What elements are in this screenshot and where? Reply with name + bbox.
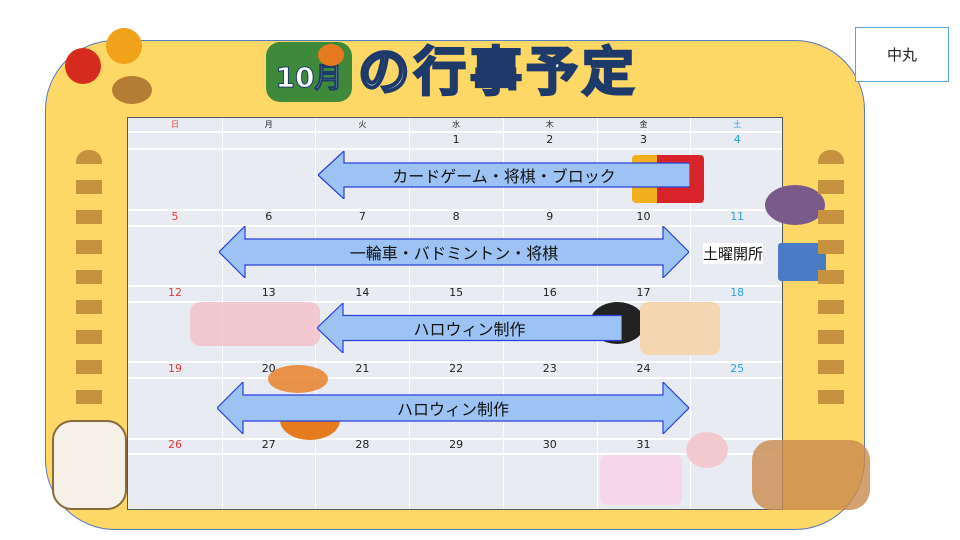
weekday-header: 土 xyxy=(733,120,742,129)
grid-line xyxy=(128,148,782,150)
event-label: 一輪車・バドミントン・将棋 xyxy=(349,244,559,263)
event-label: ハロウィン制作 xyxy=(413,320,526,339)
saturday-note: 土曜開所 xyxy=(703,243,764,264)
date-cell[interactable]: 7 xyxy=(358,210,366,223)
grid-line xyxy=(128,361,782,363)
event-arrow: 一輪車・バドミントン・将棋 xyxy=(219,226,689,278)
weekday-header: 月 xyxy=(264,120,273,129)
date-cell[interactable]: 11 xyxy=(730,210,745,223)
grid-line xyxy=(502,118,504,509)
birthday-cake-icon xyxy=(686,432,728,468)
stamp-box: 中丸 xyxy=(855,27,949,82)
weekday-header: 木 xyxy=(545,120,554,129)
event-arrow: カードゲーム・将棋・ブロック xyxy=(318,151,690,199)
event-arrow: ハロウィン制作 xyxy=(317,303,622,353)
date-cell[interactable]: 8 xyxy=(452,210,460,223)
weekday-header: 水 xyxy=(452,120,461,129)
page-title: の行事予定 xyxy=(357,42,639,105)
date-cell[interactable]: 9 xyxy=(546,210,554,223)
weekday-header: 日 xyxy=(171,120,179,129)
date-cell[interactable]: 5 xyxy=(171,210,179,223)
children-crafting-icon xyxy=(640,302,720,355)
acorns-left-icon xyxy=(76,150,102,420)
grid-line xyxy=(128,131,782,133)
date-cell[interactable]: 16 xyxy=(542,286,557,299)
grid-line xyxy=(128,209,782,211)
date-cell[interactable]: 27 xyxy=(261,438,276,451)
date-cell[interactable]: 4 xyxy=(733,133,741,146)
date-cell[interactable]: 23 xyxy=(542,362,557,375)
forest-animals-icon xyxy=(752,440,870,510)
date-cell[interactable]: 17 xyxy=(636,286,651,299)
date-cell[interactable]: 18 xyxy=(730,286,745,299)
event-label: カードゲーム・将棋・ブロック xyxy=(392,167,616,186)
date-cell[interactable]: 2 xyxy=(546,133,554,146)
cat-on-stump-icon xyxy=(52,420,127,510)
pumpkin-icon xyxy=(318,44,344,66)
date-cell[interactable]: 22 xyxy=(449,362,464,375)
grid-line xyxy=(128,438,782,440)
date-cell[interactable]: 10 xyxy=(636,210,651,223)
date-cell[interactable]: 28 xyxy=(355,438,370,451)
date-cell[interactable]: 19 xyxy=(168,362,182,375)
date-cell[interactable]: 12 xyxy=(168,286,182,299)
date-cell[interactable]: 26 xyxy=(168,438,182,451)
event-label: ハロウィン制作 xyxy=(396,400,509,419)
weekday-header: 火 xyxy=(358,120,367,129)
halloween-bats-icon xyxy=(268,365,328,393)
acorns-right-icon xyxy=(818,150,844,420)
date-cell[interactable]: 21 xyxy=(355,362,370,375)
date-cell[interactable]: 6 xyxy=(265,210,273,223)
date-cell[interactable]: 29 xyxy=(449,438,464,451)
date-cell[interactable]: 3 xyxy=(640,133,647,146)
grid-line xyxy=(409,118,411,509)
sports-day-icon xyxy=(190,302,320,346)
date-cell[interactable]: 30 xyxy=(542,438,557,451)
date-cell[interactable]: 31 xyxy=(636,438,651,451)
grid-line xyxy=(128,453,782,455)
date-cell[interactable]: 25 xyxy=(730,362,745,375)
grid-line xyxy=(128,301,782,303)
date-cell[interactable]: 14 xyxy=(355,286,370,299)
date-cell[interactable]: 1 xyxy=(452,133,460,146)
child-playing-icon xyxy=(765,185,825,225)
date-cell[interactable]: 15 xyxy=(449,286,464,299)
grid-line xyxy=(128,285,782,287)
date-cell[interactable]: 13 xyxy=(261,286,276,299)
birthday-party-icon xyxy=(600,455,682,505)
grid-line xyxy=(128,225,782,227)
grid-line xyxy=(128,377,782,379)
date-cell[interactable]: 24 xyxy=(636,362,651,375)
maple-leaf-icon xyxy=(65,48,101,84)
event-arrow: ハロウィン制作 xyxy=(217,382,689,434)
weekday-header: 金 xyxy=(639,120,648,129)
acorn-icon xyxy=(112,76,152,104)
ginkgo-leaf-icon xyxy=(106,28,142,64)
